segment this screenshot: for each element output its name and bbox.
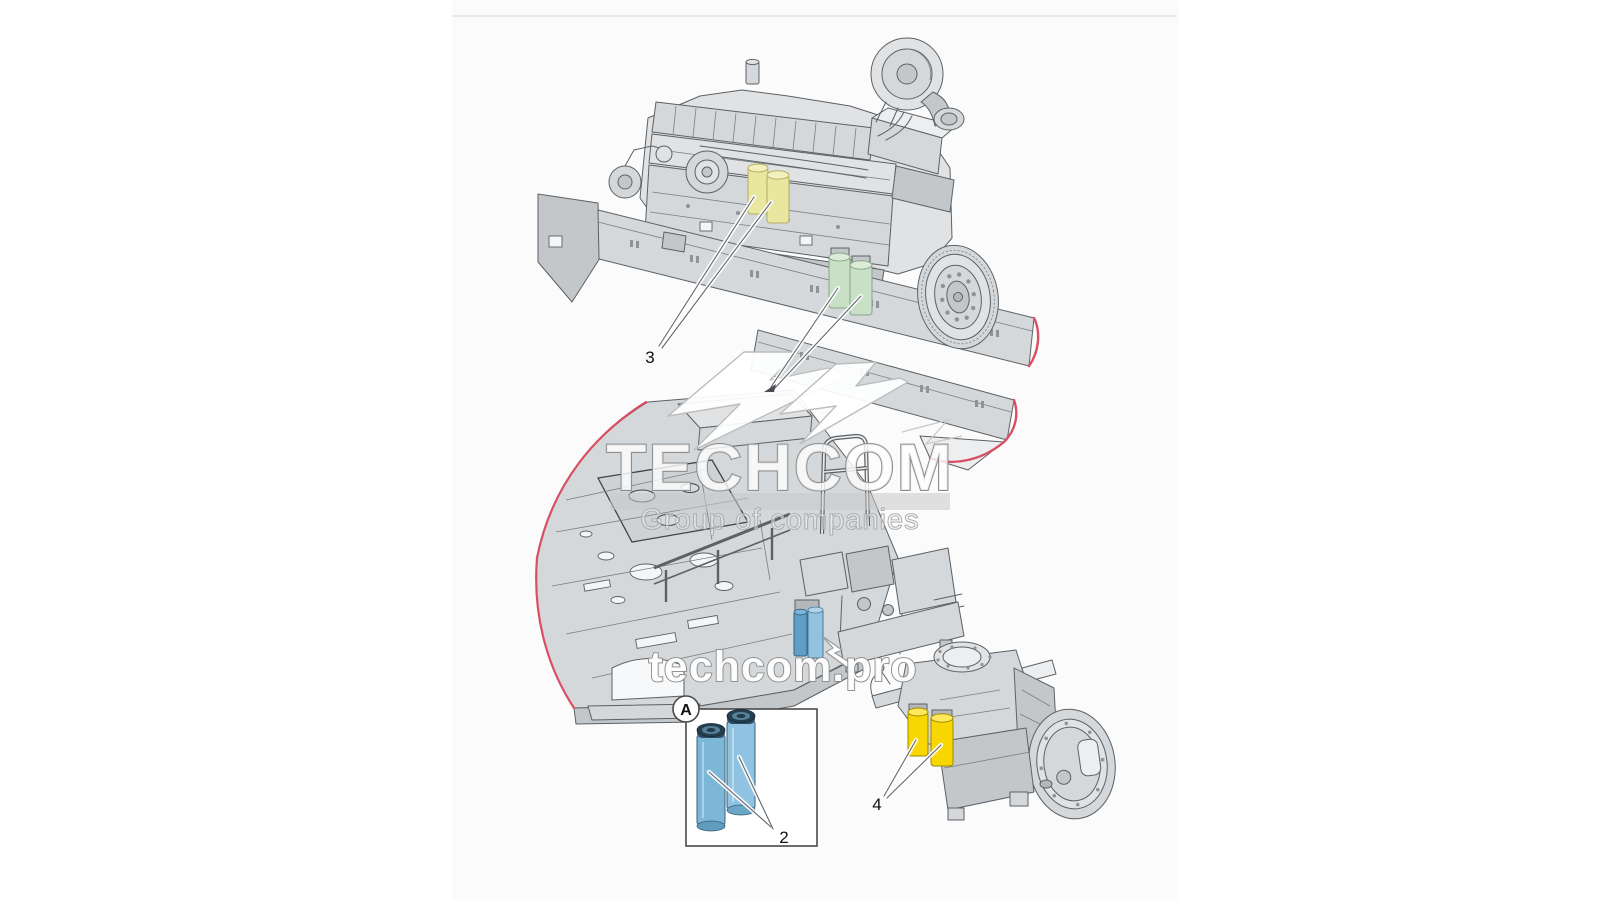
engine-oil-filters-highlight <box>747 163 790 224</box>
detail-view-badge <box>672 695 700 723</box>
transmission-filters-highlight <box>907 703 954 767</box>
watermark-tagline: Group of companies <box>640 504 919 536</box>
callout-engine-filters: 3 <box>645 348 654 367</box>
watermark-bolt-icon-right <box>779 361 909 445</box>
flange-bolts <box>936 645 992 670</box>
transmission-assembly <box>870 641 1116 821</box>
flywheel-bolts <box>940 272 976 322</box>
filter-element-left <box>696 723 726 832</box>
fuel-filter-arrowhead <box>764 384 776 392</box>
deck-railing <box>653 512 791 602</box>
turbocharger <box>870 37 965 131</box>
crop-edge-red-near <box>928 398 1018 464</box>
valve-cover-ribs <box>672 105 857 158</box>
deck-handrail <box>819 433 871 535</box>
trans-flywheel-bolts <box>1039 721 1105 807</box>
watermark-brand: TECHCOM <box>606 430 954 504</box>
watermark: Group of companies TECHCOM <box>605 351 963 537</box>
deck-holes <box>579 530 734 649</box>
crop-edge-red-far <box>1027 316 1040 368</box>
watermark-bar <box>610 493 950 510</box>
watermark-site: techcom.pro <box>648 643 917 691</box>
engine-assembly <box>608 37 965 303</box>
deck-machinery <box>799 545 965 673</box>
crop-edge-red-deck <box>535 400 648 710</box>
callout-filter-elements: 2 <box>779 828 788 847</box>
engine-flywheel <box>917 244 999 350</box>
watermark-bolt-outline <box>901 418 963 445</box>
deck-filters-highlight <box>793 599 824 659</box>
detail-box-a: A <box>672 695 818 847</box>
callout-leaders: 3 2 4 <box>645 194 944 847</box>
top-divider-line <box>453 15 1177 17</box>
callout-transmission-filters: 4 <box>872 795 881 814</box>
detail-view-letter: A <box>680 702 692 719</box>
deck-filter-arrow <box>821 635 853 669</box>
